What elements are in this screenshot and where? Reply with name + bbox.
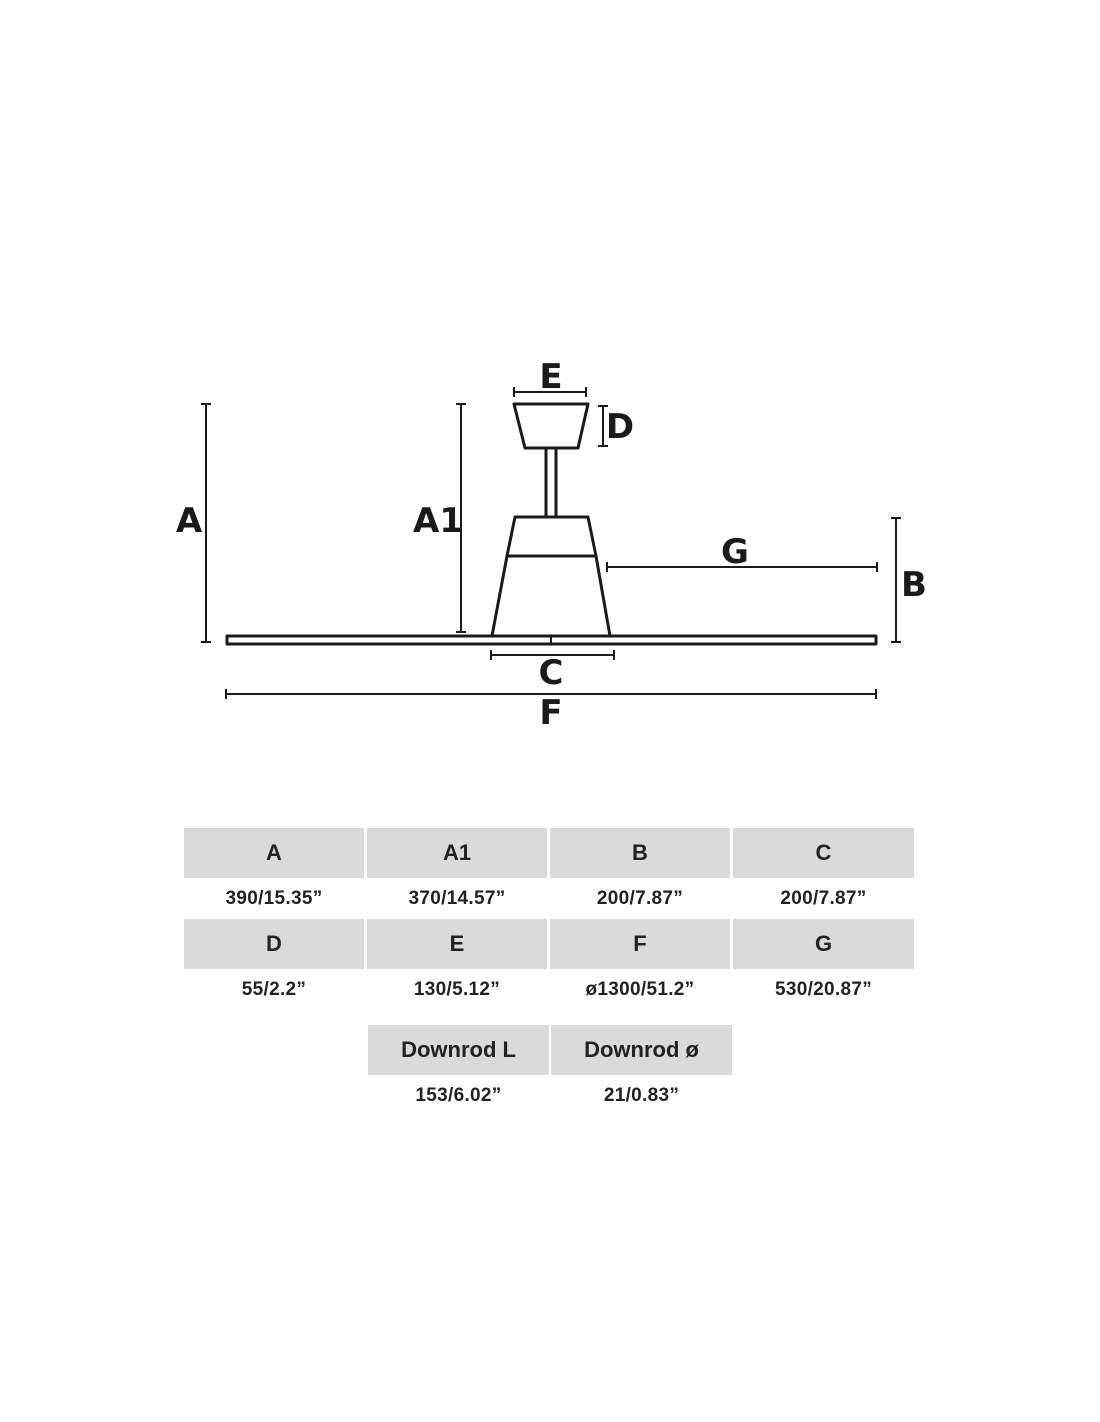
dimension-line-d bbox=[598, 405, 608, 447]
header-downrod-length: Downrod L bbox=[368, 1025, 549, 1075]
value-b: 200/7.87” bbox=[596, 888, 684, 909]
dimension-line-a bbox=[201, 403, 211, 643]
motor-upper-shape bbox=[505, 515, 598, 558]
value-downrod-diameter: 21/0.83” bbox=[603, 1085, 680, 1106]
canopy-shape bbox=[512, 402, 590, 450]
dimension-line-c bbox=[490, 650, 615, 660]
label-g: G bbox=[721, 532, 749, 572]
label-a1: A1 bbox=[413, 501, 463, 541]
value-f: ø1300/51.2” bbox=[585, 979, 695, 1000]
header-e: E bbox=[367, 919, 547, 969]
value-g: 530/20.87” bbox=[774, 979, 873, 1000]
motor-lower-shape bbox=[490, 554, 612, 638]
dimension-line-g bbox=[606, 562, 878, 572]
fan-dimension-diagram: A A1 E D G B C F bbox=[176, 357, 927, 733]
value-a1: 370/14.57” bbox=[408, 888, 506, 909]
header-d: D bbox=[184, 919, 364, 969]
label-a: A bbox=[176, 501, 203, 541]
header-b: B bbox=[550, 828, 730, 878]
dimension-line-e bbox=[513, 387, 587, 397]
value-a: 390/15.35” bbox=[225, 888, 323, 909]
downrod-shape bbox=[544, 446, 558, 519]
dimension-line-b bbox=[891, 517, 901, 643]
value-d: 55/2.2” bbox=[241, 979, 307, 1000]
label-e: E bbox=[539, 357, 562, 397]
header-c: C bbox=[733, 828, 914, 878]
header-f: F bbox=[550, 919, 730, 969]
header-a1: A1 bbox=[367, 828, 547, 878]
label-b: B bbox=[901, 565, 927, 605]
header-a: A bbox=[184, 828, 364, 878]
value-e: 130/5.12” bbox=[413, 979, 501, 1000]
dimension-line-a1 bbox=[456, 403, 466, 633]
label-c: C bbox=[539, 653, 564, 693]
value-downrod-length: 153/6.02” bbox=[415, 1085, 502, 1106]
label-d: D bbox=[606, 407, 634, 447]
dimension-line-f bbox=[225, 689, 877, 699]
value-c: 200/7.87” bbox=[780, 888, 867, 909]
header-g: G bbox=[733, 919, 914, 969]
header-downrod-diameter: Downrod ø bbox=[551, 1025, 732, 1075]
label-f: F bbox=[539, 693, 562, 733]
